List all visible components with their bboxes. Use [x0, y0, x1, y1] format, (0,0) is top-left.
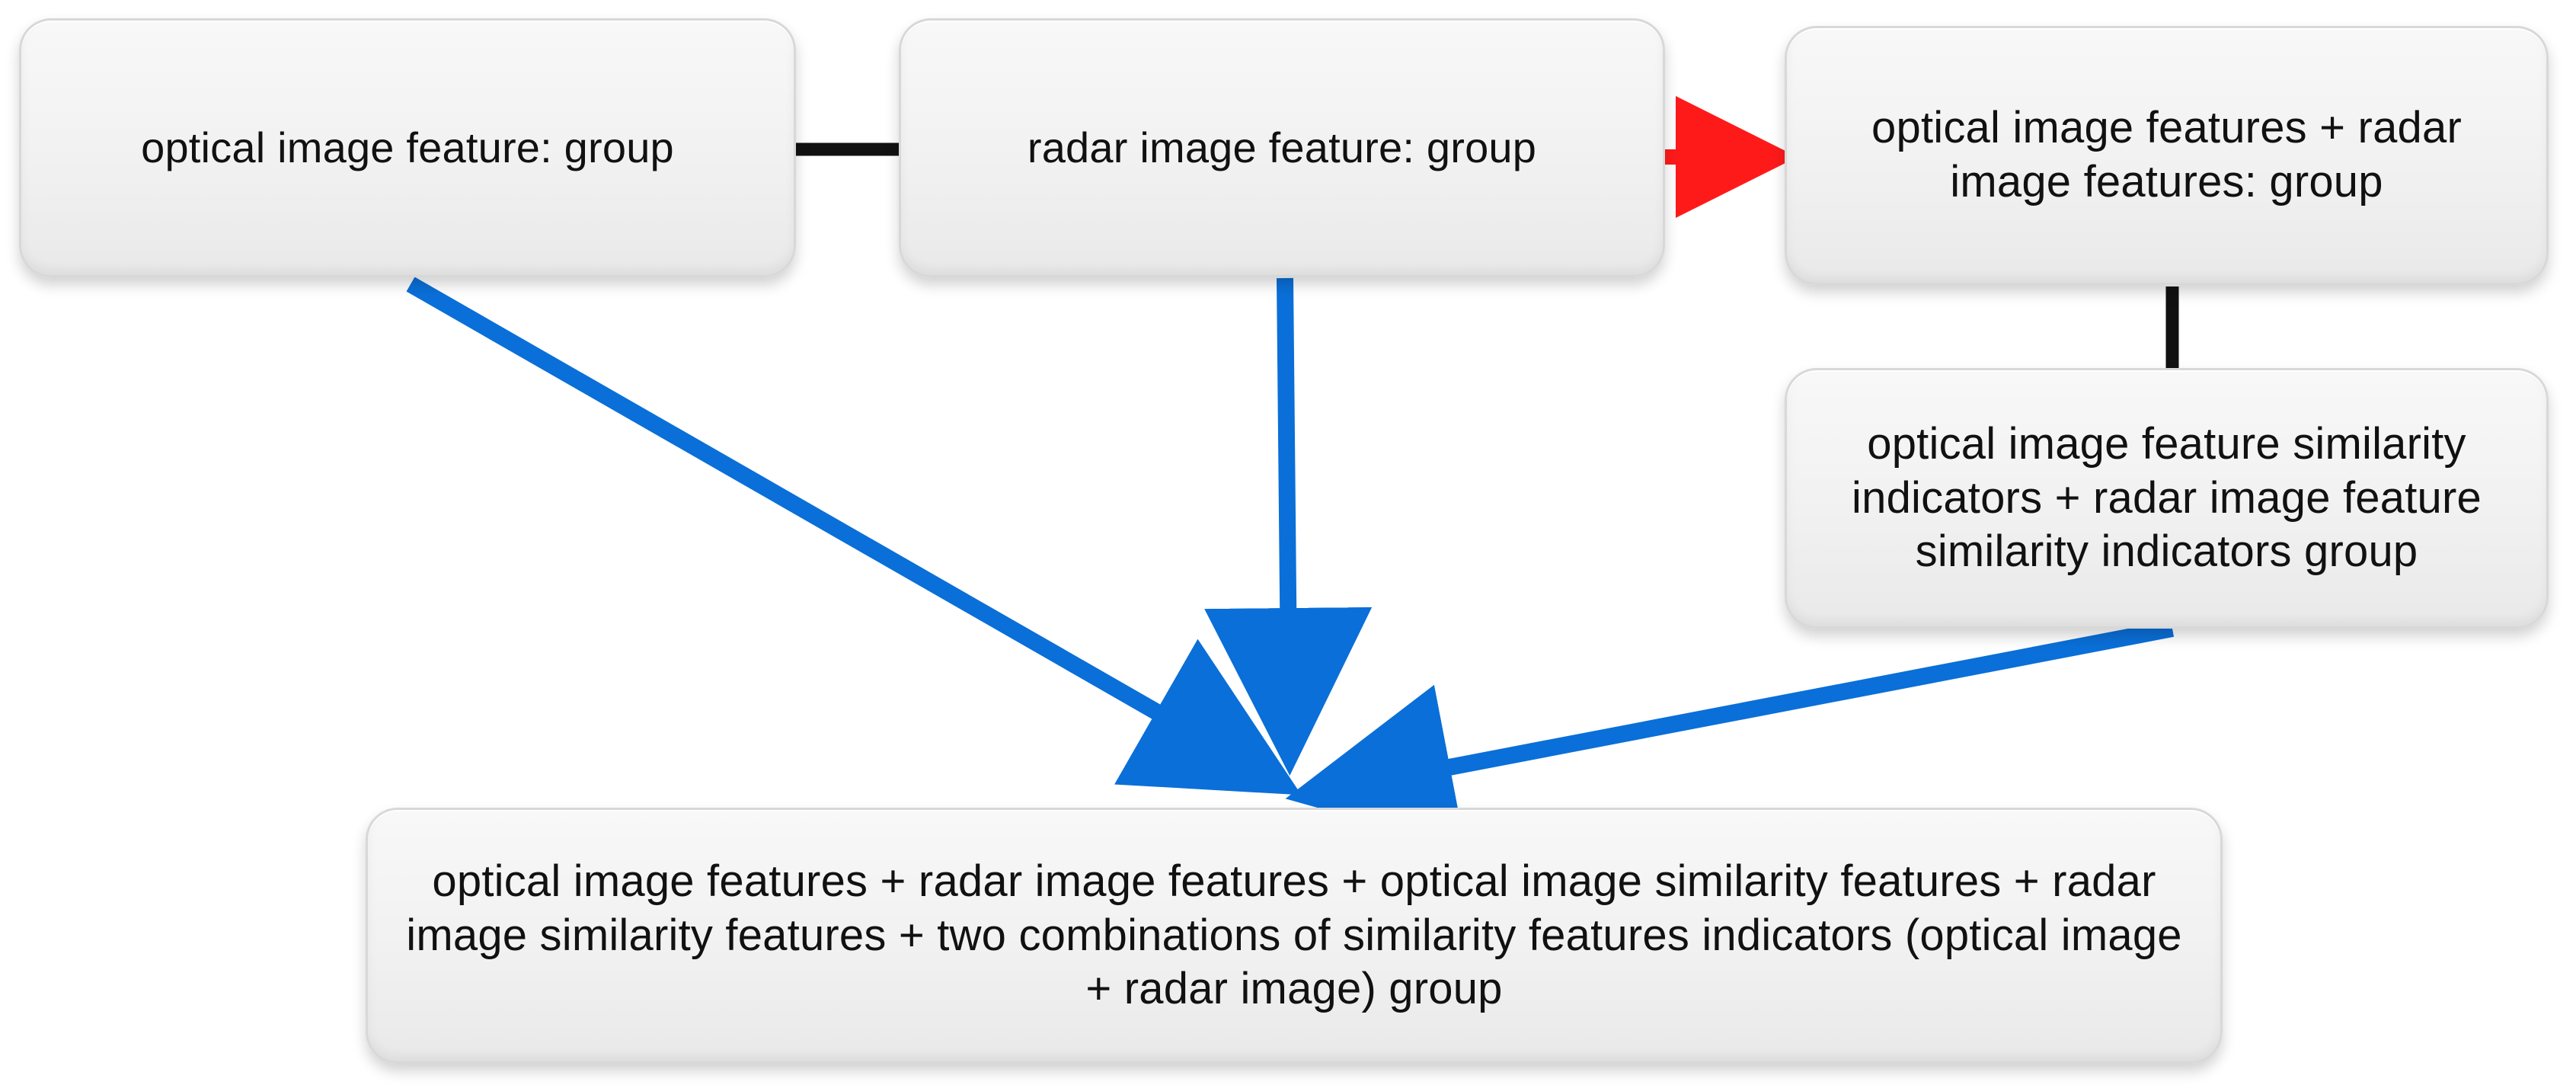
combined-features-group-node: optical image features + radar image fea…: [366, 808, 2223, 1064]
optical-radar-feature-group-node: optical image features + radar image fea…: [1785, 26, 2549, 285]
blue-arrow-center-icon: [1204, 277, 1373, 776]
similarity-indicators-group-node: optical image feature similarity indicat…: [1785, 368, 2549, 629]
blue-arrow-right-icon: [1285, 620, 2175, 850]
radar-image-feature-group-node: radar image feature: group: [899, 18, 1665, 277]
similarity-indicators-group-label: optical image feature similarity indicat…: [1852, 418, 2482, 577]
blue-arrow-left-icon: [406, 277, 1302, 795]
radar-image-feature-group-label: radar image feature: group: [1027, 123, 1537, 172]
combined-features-group-label: optical image features + radar image fea…: [406, 856, 2182, 1014]
optical-radar-feature-group-label: optical image features + radar image fea…: [1871, 103, 2462, 206]
optical-image-feature-group-node: optical image feature: group: [19, 18, 796, 277]
optical-image-feature-group-label: optical image feature: group: [141, 123, 674, 172]
